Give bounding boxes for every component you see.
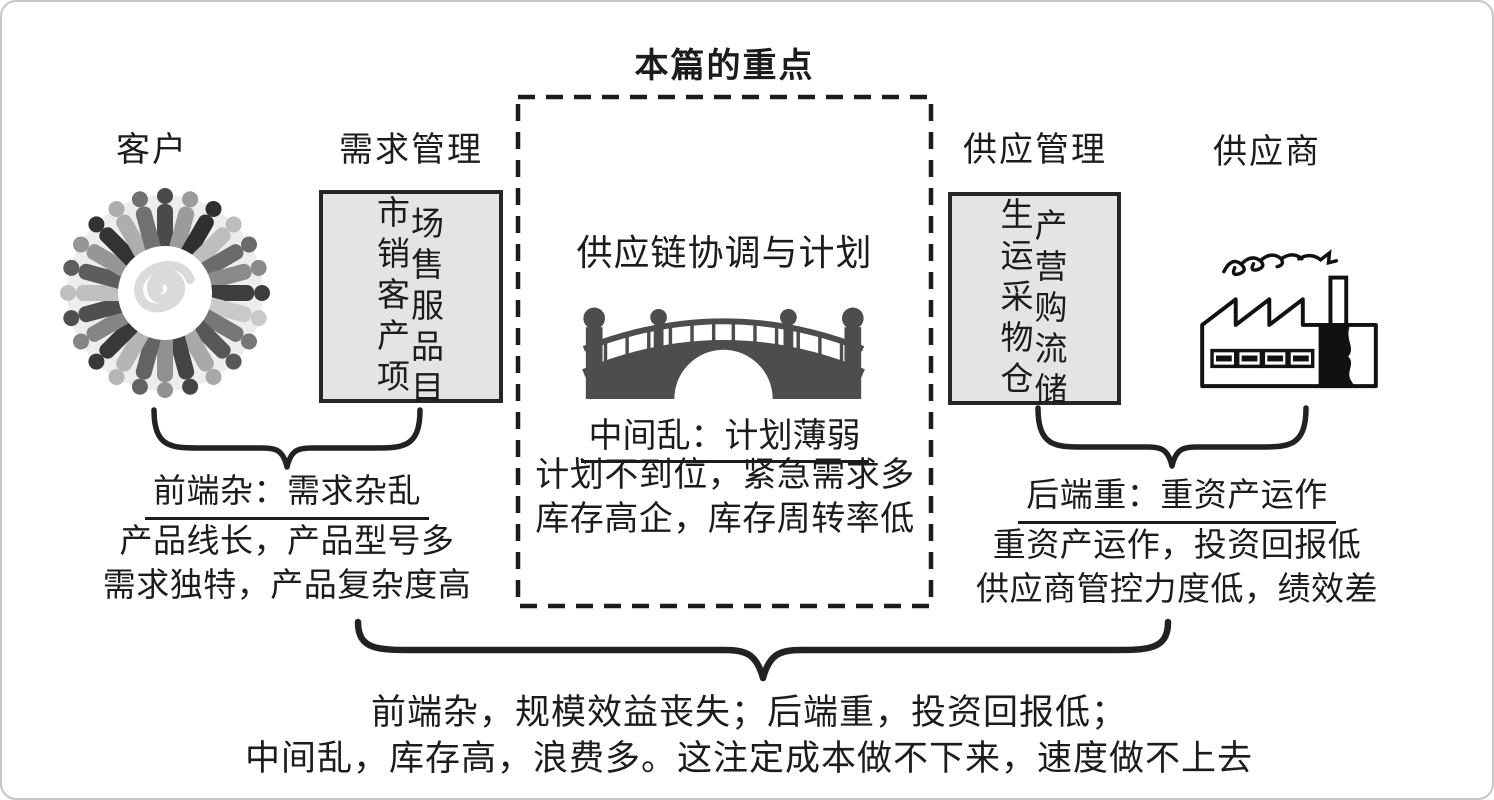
demand-item: 销售	[377, 237, 445, 284]
page-title: 本篇的重点	[634, 47, 815, 85]
front-end-issue-block: 前端杂：需求杂乱 产品线长，产品型号多 需求独特，产品复杂度高	[37, 470, 537, 608]
middle-issue-lines: 计划不到位，紧急需求多 库存高企，库存周转率低	[500, 454, 950, 542]
back-end-issue-block: 后端重：重资产运作 重资产运作，投资回报低 供应商管控力度低，绩效差	[947, 474, 1407, 612]
supply-item: 运营	[1000, 239, 1069, 286]
supply-management-label: 供应管理	[963, 132, 1107, 169]
summary-brace	[354, 618, 1172, 682]
supplier-label: 供应商	[1213, 134, 1321, 171]
front-end-line: 需求独特，产品复杂度高	[102, 568, 472, 604]
demand-item: 客服	[377, 278, 445, 325]
back-end-line: 重资产运作，投资回报低	[992, 528, 1362, 564]
supply-item: 物流	[1000, 321, 1069, 368]
back-end-heading: 后端重：重资产运作	[947, 474, 1407, 524]
supply-management-box: 生产 运营 采购 物流 仓储	[948, 192, 1121, 409]
demand-management-box: 市场 销售 客服 产品 项目	[319, 190, 503, 407]
summary-block: 前端杂，规模效益丧失；后端重，投资回报低； 中间乱，库存高，浪费多。这注定成本做…	[2, 690, 1492, 782]
middle-issue-line: 库存高企，库存周转率低	[535, 501, 915, 538]
supply-item: 采购	[1000, 280, 1069, 327]
front-end-line: 产品线长，产品型号多	[119, 524, 455, 560]
supply-item: 仓储	[1000, 362, 1069, 409]
factory-icon	[1200, 249, 1378, 389]
customer-label: 客户	[116, 132, 188, 169]
front-end-heading: 前端杂：需求杂乱	[37, 470, 537, 520]
planning-heading: 供应链协调与计划	[576, 233, 873, 273]
focus-dashed-box	[515, 94, 934, 609]
back-end-brace	[1035, 405, 1309, 469]
people-circle-icon	[60, 188, 270, 398]
demand-item: 市场	[377, 196, 445, 243]
demand-management-label: 需求管理	[339, 132, 483, 169]
arch-bridge-icon	[582, 307, 865, 399]
supply-item: 生产	[1000, 198, 1069, 245]
middle-issue-line: 计划不到位，紧急需求多	[535, 457, 915, 494]
front-end-brace	[151, 407, 423, 470]
demand-item: 项目	[377, 360, 445, 407]
summary-line: 前端杂，规模效益丧失；后端重，投资回报低；	[370, 693, 1127, 732]
middle-issue-heading: 中间乱：计划薄弱	[515, 408, 934, 463]
demand-item: 产品	[377, 319, 445, 366]
back-end-line: 供应商管控力度低，绩效差	[976, 572, 1378, 608]
summary-line: 中间乱，库存高，浪费多。这注定成本做不下来，速度做不上去	[244, 739, 1253, 778]
